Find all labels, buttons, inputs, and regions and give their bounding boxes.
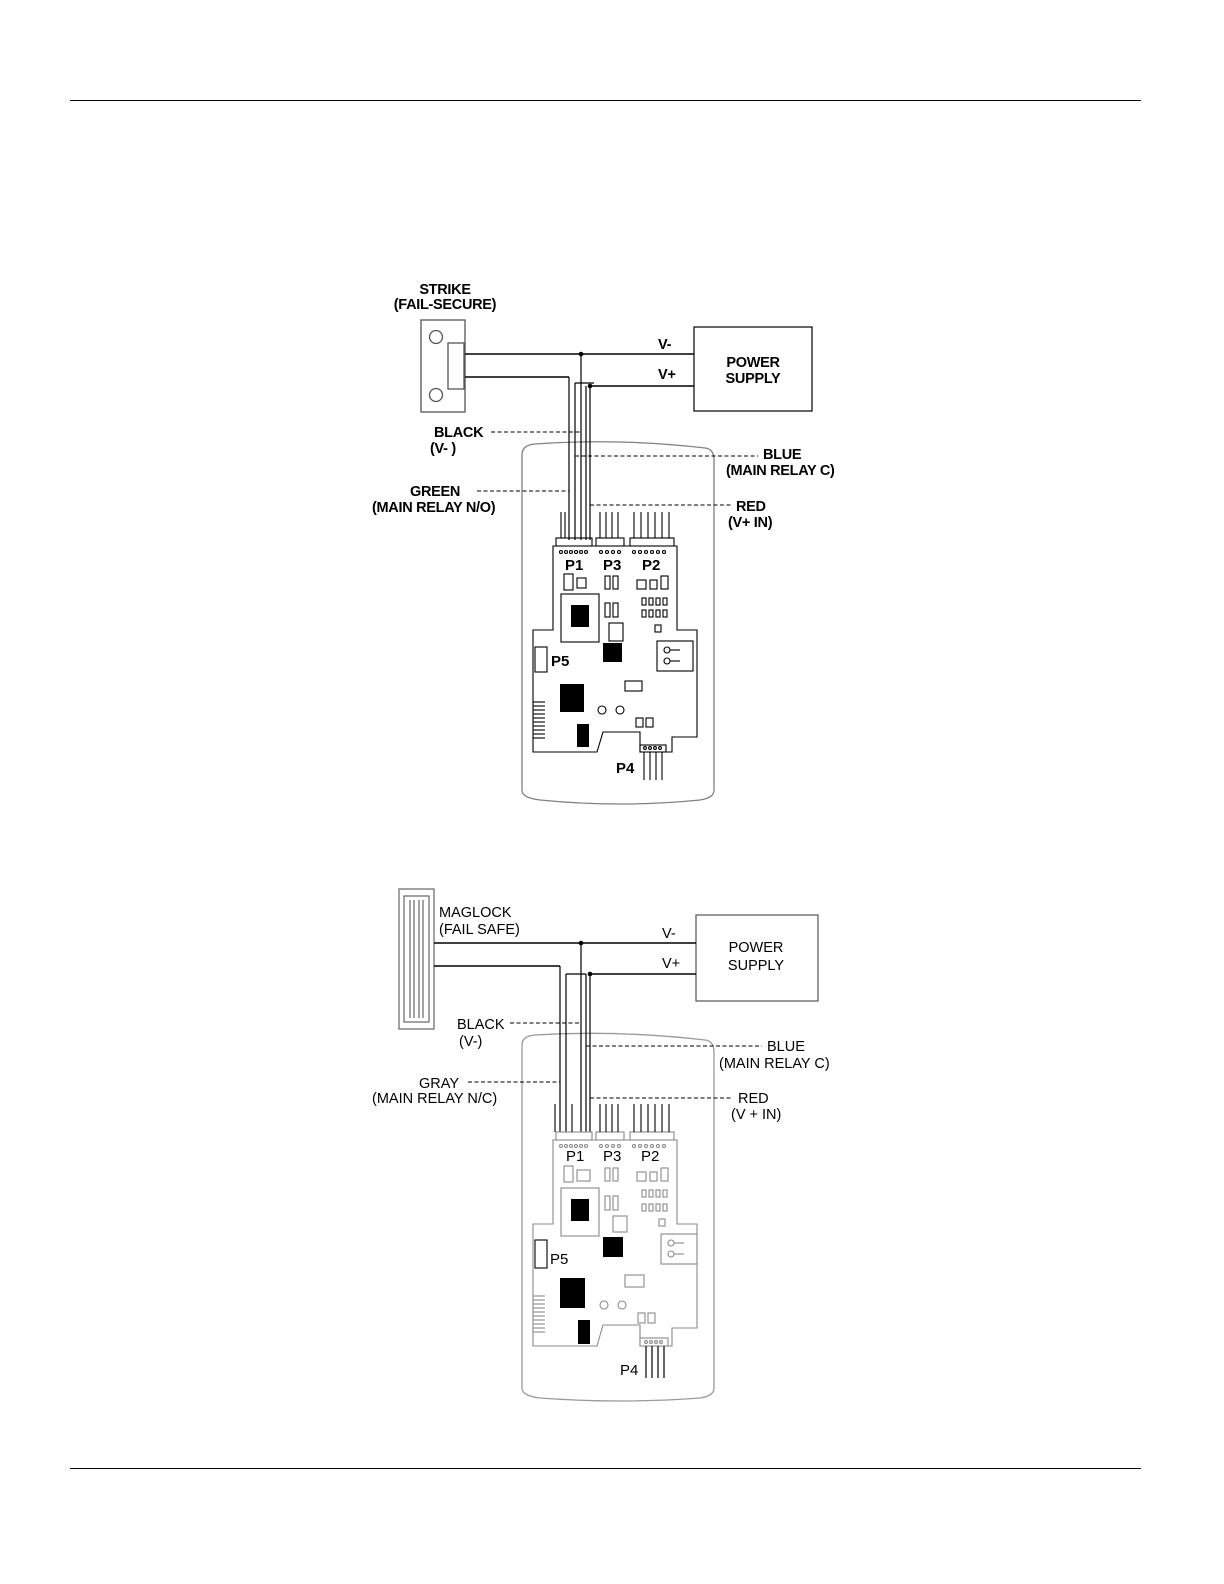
- wire-blue-function: (MAIN RELAY C): [719, 1056, 830, 1072]
- rail-negative: V-: [662, 926, 676, 942]
- wire-green-function: (MAIN RELAY N/O): [372, 500, 496, 516]
- connector-p1: P1: [566, 1148, 584, 1165]
- wire-blue-function: (MAIN RELAY C): [726, 463, 835, 479]
- connector-p3: P3: [603, 557, 621, 574]
- junction-dot: [579, 941, 584, 946]
- power-supply-line1: POWER: [729, 940, 784, 956]
- junction-dot: [588, 384, 593, 389]
- wire-gray-function: (MAIN RELAY N/C): [372, 1091, 497, 1107]
- circuit-board: [533, 1104, 697, 1346]
- wire-blue-label: BLUE: [763, 447, 802, 463]
- callout-leaders: [477, 432, 758, 505]
- drop-wires: [569, 354, 594, 540]
- connector-p4: P4: [620, 1362, 638, 1379]
- rail-positive: V+: [658, 367, 676, 383]
- strike-device: [421, 320, 465, 412]
- connector-p2: P2: [641, 1148, 659, 1165]
- wire-red-label: RED: [738, 1091, 769, 1107]
- wire-green-label: GREEN: [410, 484, 460, 500]
- connector-p5: P5: [551, 653, 569, 670]
- rail-positive: V+: [662, 956, 680, 972]
- wire-blue-label: BLUE: [767, 1039, 805, 1055]
- wire-black-function: (V-): [459, 1034, 482, 1050]
- connector-p5: P5: [550, 1251, 568, 1268]
- power-supply-line1: POWER: [726, 355, 780, 371]
- power-supply-line2: SUPPLY: [726, 371, 782, 387]
- connector-p4: P4: [616, 760, 635, 777]
- device-title: MAGLOCK: [439, 905, 512, 921]
- diagram-maglock: MAGLOCK (FAIL SAFE) POWER SUPPLY V- V+: [372, 889, 830, 1401]
- power-supply-line2: SUPPLY: [728, 958, 784, 974]
- connector-p1: P1: [565, 557, 583, 574]
- wire-red-function: (V+ IN): [728, 515, 773, 531]
- ic-chips: [560, 605, 622, 747]
- wire-black-label: BLACK: [434, 425, 484, 441]
- wire-black-label: BLACK: [457, 1017, 505, 1033]
- diagram-strike: STRIKE (FAIL-SECURE) POWER SUPPLY V- V+: [372, 282, 835, 804]
- p4-pins: [646, 1346, 664, 1378]
- device-subtitle: (FAIL SAFE): [439, 922, 520, 938]
- wire-red-label: RED: [736, 499, 766, 515]
- device-title: STRIKE: [419, 282, 471, 298]
- drop-wires: [560, 943, 590, 1132]
- junction-dot: [588, 972, 593, 977]
- p5-connector: [535, 1240, 547, 1268]
- rail-negative: V-: [658, 337, 672, 353]
- wire-red-function: (V + IN): [731, 1107, 781, 1123]
- connector-p2: P2: [642, 557, 660, 574]
- junction-dot: [579, 352, 584, 357]
- device-subtitle: (FAIL-SECURE): [394, 297, 497, 313]
- maglock-device: [399, 889, 434, 1029]
- wire-gray-label: GRAY: [419, 1076, 459, 1092]
- connector-p3: P3: [603, 1148, 621, 1165]
- wire-black-function: (V- ): [430, 441, 456, 457]
- rail-wires: [434, 943, 696, 974]
